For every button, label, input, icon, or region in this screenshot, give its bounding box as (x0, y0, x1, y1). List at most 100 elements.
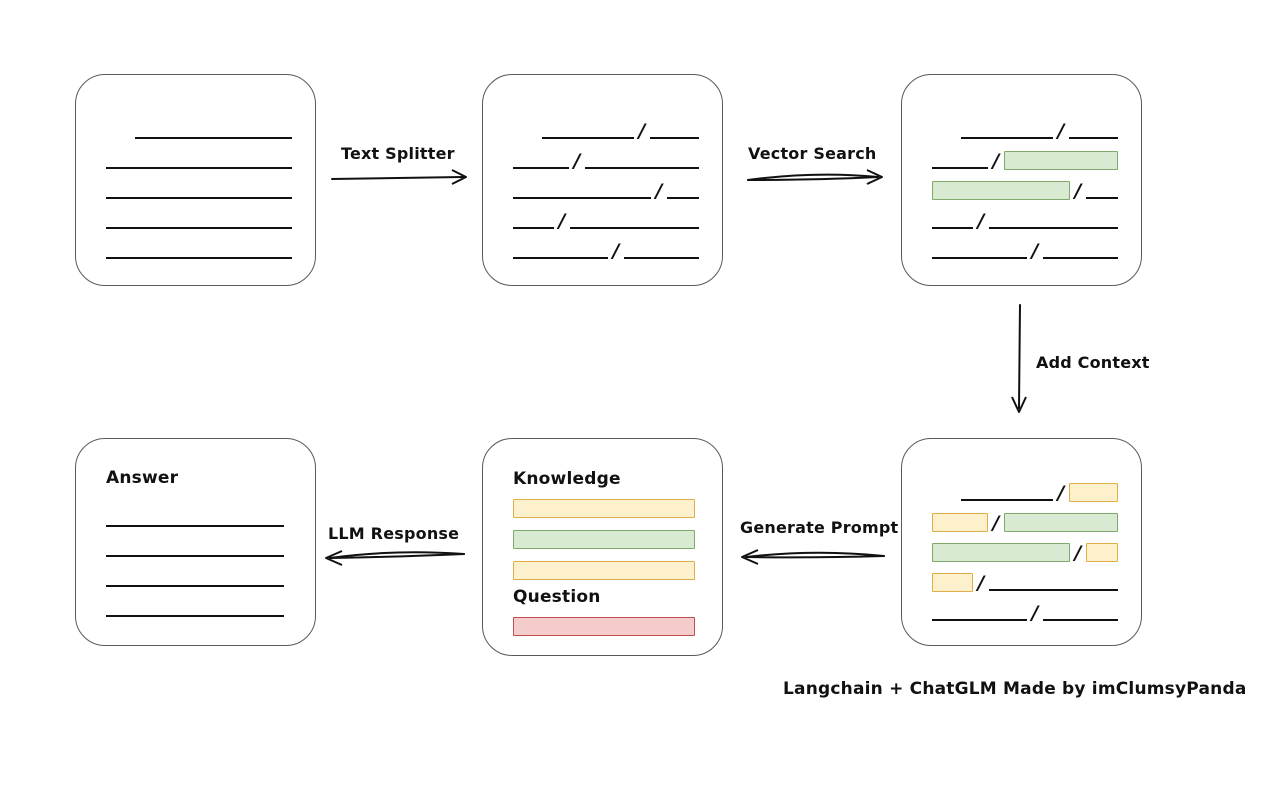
text-segment (585, 149, 699, 171)
document-line (106, 537, 284, 559)
text-segment (513, 149, 569, 171)
document-line: / (932, 601, 1118, 624)
arrow-label-add-context: Add Context (1036, 353, 1150, 372)
document-line: / (513, 149, 699, 172)
document-line: / (932, 209, 1118, 232)
card-source-document[interactable] (75, 74, 316, 286)
highlight-segment-green (1004, 150, 1118, 170)
slash-separator: / (977, 571, 985, 594)
text-segment (932, 239, 1027, 261)
document-line: / (932, 511, 1118, 534)
answer-heading: Answer (106, 468, 179, 488)
document-line (106, 239, 292, 261)
text-segment (542, 119, 634, 141)
document-line: / (513, 179, 699, 202)
document-line (106, 597, 284, 619)
arrow-label-text-splitter: Text Splitter (341, 144, 455, 163)
slash-separator: / (1057, 119, 1065, 142)
arrow-label-llm-response: LLM Response (328, 524, 460, 543)
arrow-text-splitter (331, 169, 467, 185)
context-chunks-rows: / / / / / (932, 439, 1118, 645)
text-segment (932, 149, 988, 171)
text-segment (106, 179, 292, 201)
highlight-segment-green (1004, 512, 1118, 532)
document-line: / (513, 119, 699, 142)
document-line (106, 119, 292, 141)
document-line: / (932, 571, 1118, 594)
text-segment (932, 209, 973, 231)
highlight-segment-yellow (932, 512, 988, 532)
text-segment (513, 179, 651, 201)
slash-separator: / (992, 511, 1000, 534)
slash-separator: / (573, 149, 581, 172)
arrow-label-vector-search: Vector Search (748, 144, 877, 163)
slash-separator: / (1031, 239, 1039, 262)
answer-rows (106, 439, 284, 645)
text-segment (106, 149, 292, 171)
document-line (106, 179, 292, 201)
card-matched-chunks[interactable]: / / / / / (901, 74, 1142, 286)
arrow-label-generate-prompt: Generate Prompt (740, 518, 899, 537)
highlight-segment-yellow (1069, 482, 1118, 502)
document-line: / (513, 209, 699, 232)
card-answer[interactable]: Answer (75, 438, 316, 646)
document-line: / (932, 481, 1118, 504)
highlight-segment-green (932, 180, 1070, 200)
card-context-chunks[interactable]: / / / / / (901, 438, 1142, 646)
slash-separator: / (1074, 541, 1082, 564)
text-segment (989, 571, 1118, 593)
text-segment (106, 537, 284, 559)
slash-separator: / (992, 149, 1000, 172)
knowledge-bar-2 (513, 530, 695, 549)
document-line: / (932, 179, 1118, 202)
knowledge-heading: Knowledge (513, 469, 621, 489)
slash-separator: / (558, 209, 566, 232)
source-document-rows (106, 75, 292, 285)
slash-separator: / (638, 119, 646, 142)
text-segment (989, 209, 1118, 231)
document-line: / (932, 149, 1118, 172)
slash-separator: / (1074, 179, 1082, 202)
text-segment (106, 239, 292, 261)
document-line (106, 507, 284, 529)
document-line (106, 209, 292, 231)
text-segment (570, 209, 699, 231)
text-segment (650, 119, 699, 141)
slash-separator: / (612, 239, 620, 262)
document-line: / (932, 541, 1118, 564)
document-line (106, 149, 292, 171)
question-bar-1 (513, 617, 695, 636)
text-segment (106, 209, 292, 231)
knowledge-bar-1 (513, 499, 695, 518)
text-segment (106, 567, 284, 589)
highlight-segment-yellow (1086, 542, 1118, 562)
text-segment (135, 119, 292, 141)
text-segment (961, 119, 1053, 141)
text-segment (106, 507, 284, 529)
slash-separator: / (977, 209, 985, 232)
card-split-chunks[interactable]: / / / / / (482, 74, 723, 286)
text-segment (961, 481, 1053, 503)
arrow-vector-search (747, 169, 883, 185)
text-segment (106, 597, 284, 619)
arrow-generate-prompt (741, 549, 885, 565)
matched-chunks-rows: / / / / / (932, 75, 1118, 285)
document-line (106, 567, 284, 589)
slash-separator: / (655, 179, 663, 202)
arrow-add-context (1011, 304, 1027, 413)
card-prompt[interactable]: Knowledge Question (482, 438, 723, 656)
slash-separator: / (1031, 601, 1039, 624)
document-line: / (932, 119, 1118, 142)
document-line: / (513, 239, 699, 262)
text-segment (1043, 239, 1118, 261)
text-segment (1043, 601, 1118, 623)
text-segment (667, 179, 699, 201)
document-line: / (932, 239, 1118, 262)
highlight-segment-yellow (932, 572, 973, 592)
footer-credit: Langchain + ChatGLM Made by imClumsyPand… (783, 679, 1247, 699)
text-segment (1069, 119, 1118, 141)
text-segment (513, 209, 554, 231)
text-segment (513, 239, 608, 261)
slash-separator: / (1057, 481, 1065, 504)
